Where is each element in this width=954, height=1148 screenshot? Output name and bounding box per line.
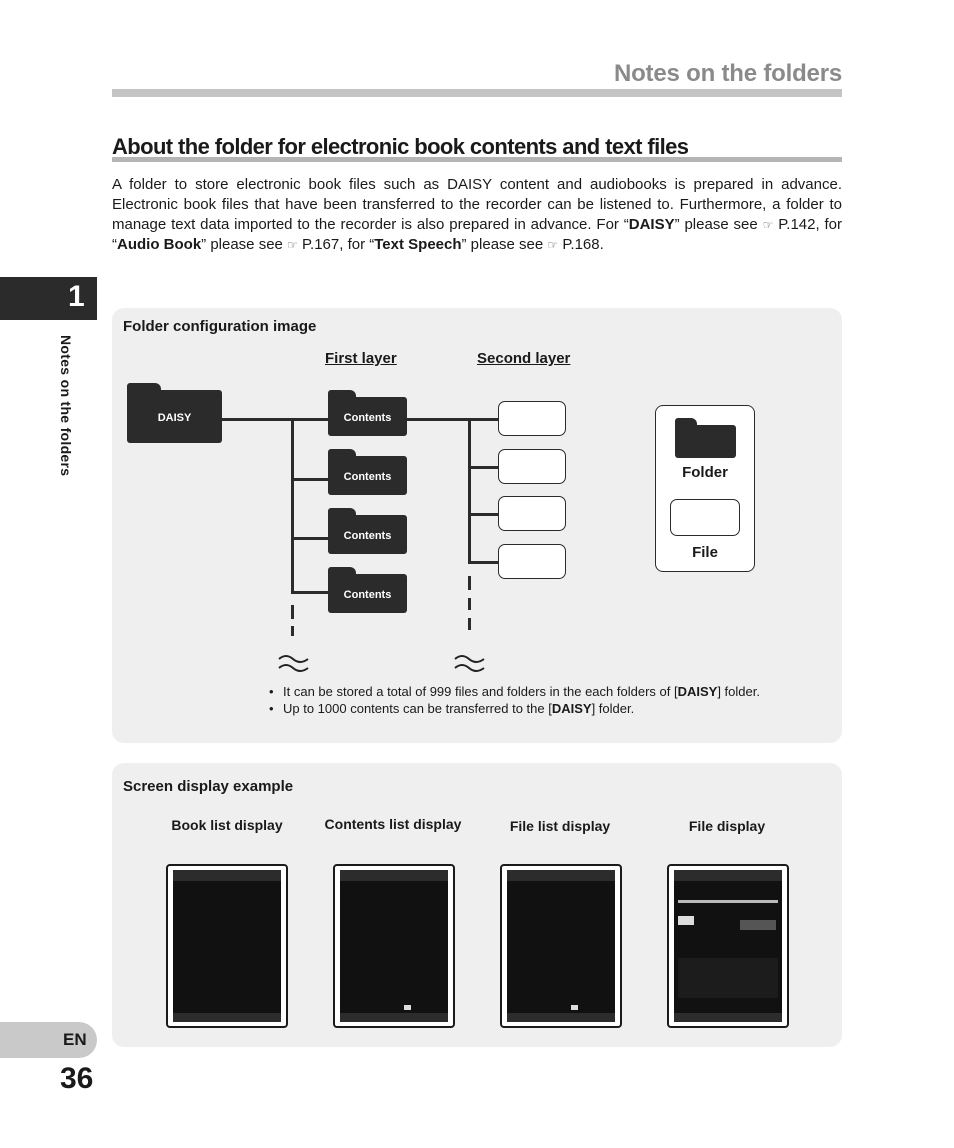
header-rule xyxy=(112,89,842,97)
file-display-label: File display xyxy=(652,818,802,835)
legend-folder-label: Folder xyxy=(656,464,754,481)
intro-paragraph: A folder to store electronic book files … xyxy=(112,175,842,255)
legend-box: Folder File xyxy=(655,405,755,572)
file-icon xyxy=(498,496,566,531)
file-list-screen xyxy=(500,864,622,1028)
book-list-screen xyxy=(166,864,288,1028)
file-list-label: File list display xyxy=(485,818,635,835)
note-item: Up to 1000 contents can be transferred t… xyxy=(269,700,760,717)
file-icon xyxy=(498,401,566,436)
reference-icon: ☞ xyxy=(287,238,298,252)
contents-list-screen xyxy=(333,864,455,1028)
folder-config-panel: Folder configuration image First layer S… xyxy=(112,308,842,743)
note-item: It can be stored a total of 999 files an… xyxy=(269,683,760,700)
daisy-term: DAISY xyxy=(629,216,675,233)
file-icon xyxy=(498,544,566,579)
section-rule xyxy=(112,157,842,162)
continuation-wave-icon xyxy=(454,652,486,674)
file-display-screen xyxy=(667,864,789,1028)
first-layer-label: First layer xyxy=(325,350,397,367)
contents-list-label: Contents list display xyxy=(318,816,468,833)
tree-connector xyxy=(222,418,328,421)
folder-icon xyxy=(675,418,736,458)
file-icon xyxy=(670,499,740,536)
second-layer-label: Second layer xyxy=(477,350,570,367)
file-icon xyxy=(498,449,566,484)
page-number: 36 xyxy=(60,1062,93,1096)
audio-book-term: Audio Book xyxy=(117,236,201,253)
legend-file-label: File xyxy=(656,544,754,561)
contents-folder-icon: Contents xyxy=(328,449,407,495)
reference-icon: ☞ xyxy=(547,238,558,252)
daisy-folder-icon: DAISY xyxy=(127,383,222,443)
language-label: EN xyxy=(63,1030,87,1050)
text-speech-term: Text Speech xyxy=(374,236,461,253)
screen-display-panel: Screen display example Book list display… xyxy=(112,763,842,1047)
continuation-wave-icon xyxy=(278,652,310,674)
chapter-side-label: Notes on the folders xyxy=(58,335,74,476)
book-list-label: Book list display xyxy=(152,817,302,834)
reference-icon: ☞ xyxy=(763,218,774,232)
contents-folder-icon: Contents xyxy=(328,390,407,436)
screen-display-title: Screen display example xyxy=(123,778,293,795)
tree-trunk-second xyxy=(468,418,471,564)
folder-notes: It can be stored a total of 999 files an… xyxy=(269,683,760,717)
chapter-number: 1 xyxy=(68,280,85,314)
tree-trunk-first xyxy=(291,418,294,594)
folder-config-title: Folder configuration image xyxy=(123,318,316,335)
contents-folder-icon: Contents xyxy=(328,508,407,554)
page-header-title: Notes on the folders xyxy=(614,60,842,88)
contents-folder-icon: Contents xyxy=(328,567,407,613)
